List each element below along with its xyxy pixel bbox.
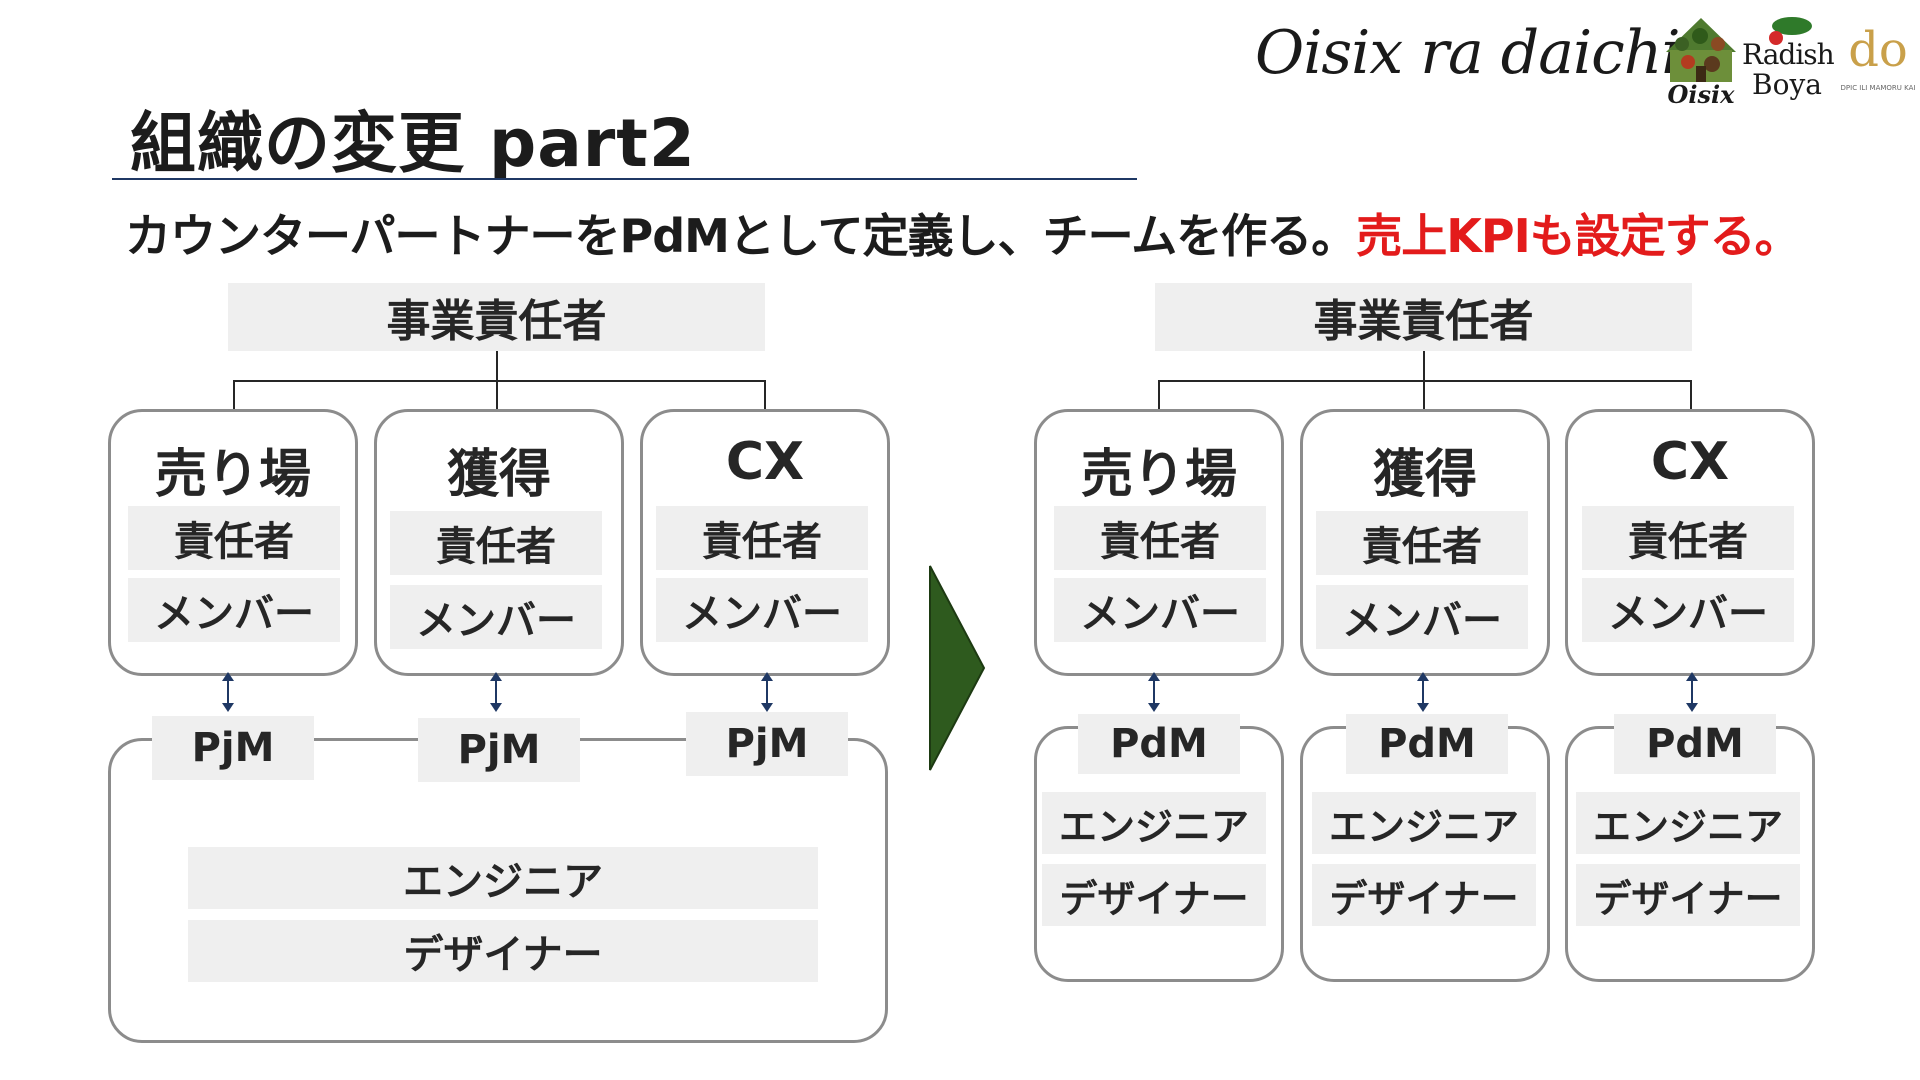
after-connector-drop-2 — [1423, 380, 1425, 409]
after-team-designer: デザイナー — [1576, 864, 1800, 926]
radish-icon — [1769, 17, 1812, 45]
designer-label: デザイナー — [1059, 876, 1249, 921]
member-label: メンバー — [154, 591, 314, 637]
after-pdm-box: PdM — [1078, 714, 1240, 774]
before-exec-box: 事業責任者 — [228, 283, 765, 351]
lead-label: 責任者 — [436, 524, 556, 570]
company-logo-text: Oisix ra daichi — [1255, 18, 1681, 88]
engineer-label: エンジニア — [1592, 804, 1783, 849]
before-unit-title: CX — [725, 432, 805, 492]
pm-label: PdM — [1378, 721, 1476, 767]
before-shared-engineer: エンジニア — [188, 847, 818, 909]
oisix-label: Oisix — [1667, 80, 1735, 109]
after-team-engineer: エンジニア — [1312, 792, 1536, 854]
lead-label: 責任者 — [174, 519, 294, 565]
vegetable-house-icon — [1666, 18, 1736, 82]
after-unit-lead: 責任者 — [1582, 506, 1794, 570]
pm-label: PjM — [725, 721, 809, 767]
lead-label: 責任者 — [1362, 524, 1482, 570]
after-connector-drop-3 — [1690, 380, 1692, 409]
designer-label: デザイナー — [1593, 876, 1783, 921]
before-shared-designer: デザイナー — [188, 920, 818, 982]
after-team-designer: デザイナー — [1042, 864, 1266, 926]
after-team-engineer: エンジニア — [1576, 792, 1800, 854]
after-connector-bar — [1158, 380, 1692, 382]
member-label: メンバー — [1080, 591, 1240, 637]
before-connector-bar — [233, 380, 766, 382]
after-team-engineer: エンジニア — [1042, 792, 1266, 854]
member-label: メンバー — [1608, 591, 1768, 637]
after-unit-member: メンバー — [1316, 585, 1528, 649]
transition-arrow-icon — [929, 565, 986, 771]
member-label: メンバー — [1342, 598, 1502, 644]
boya-label: Boya — [1752, 68, 1822, 101]
before-unit-lead: 責任者 — [128, 506, 340, 570]
page-subtitle: カウンターパートナーをPdMとして定義し、チームを作る。売上KPIも設定する。 — [125, 200, 1801, 266]
before-unit-title: 獲得 — [446, 445, 551, 505]
title-underline — [112, 178, 1137, 180]
do-logo: do DPIC ILI MAMORU KAI — [1838, 22, 1918, 102]
before-pm-box: PjM — [152, 716, 314, 780]
pm-label: PdM — [1646, 721, 1744, 767]
before-unit-member: メンバー — [128, 578, 340, 642]
radish-boya-logo: Radish Boya — [1742, 12, 1835, 102]
page-title: 組織の変更 part2 — [130, 105, 696, 182]
after-pdm-box: PdM — [1346, 714, 1508, 774]
radish-label: Radish — [1742, 38, 1835, 71]
before-unit-lead: 責任者 — [390, 511, 602, 575]
lead-label: 責任者 — [702, 519, 822, 565]
before-unit-member: メンバー — [390, 585, 602, 649]
after-pdm-box: PdM — [1614, 714, 1776, 774]
member-label: メンバー — [416, 598, 576, 644]
engineer-label: エンジニア — [1058, 804, 1249, 849]
do-caption: DPIC ILI MAMORU KAI — [1840, 84, 1916, 92]
before-connector-drop-2 — [496, 380, 498, 409]
before-pm-box: PjM — [418, 718, 580, 782]
member-label: メンバー — [682, 591, 842, 637]
designer-label: デザイナー — [403, 932, 603, 978]
after-unit-member: メンバー — [1054, 578, 1266, 642]
before-connector-drop-3 — [764, 380, 766, 409]
designer-label: デザイナー — [1329, 876, 1519, 921]
subtitle-highlight: 売上KPIも設定する。 — [1356, 209, 1800, 263]
engineer-label: エンジニア — [403, 859, 603, 905]
before-unit-title: 売り場 — [154, 445, 311, 505]
before-pm-box: PjM — [686, 712, 848, 776]
before-connector-drop-1 — [233, 380, 235, 409]
after-exec-label: 事業責任者 — [1313, 296, 1534, 347]
before-exec-label: 事業責任者 — [386, 296, 607, 347]
engineer-label: エンジニア — [1328, 804, 1519, 849]
oisix-logo: Oisix — [1660, 14, 1742, 109]
before-unit-member: メンバー — [656, 578, 868, 642]
subtitle-main: カウンターパートナーをPdMとして定義し、チームを作る。 — [125, 209, 1357, 263]
pm-label: PdM — [1110, 721, 1208, 767]
after-unit-title: 売り場 — [1080, 445, 1237, 505]
after-exec-box: 事業責任者 — [1155, 283, 1692, 351]
after-unit-lead: 責任者 — [1316, 511, 1528, 575]
after-unit-member: メンバー — [1582, 578, 1794, 642]
pm-label: PjM — [191, 725, 275, 771]
do-mark: do — [1848, 22, 1908, 78]
lead-label: 責任者 — [1628, 519, 1748, 565]
after-connector-drop-1 — [1158, 380, 1160, 409]
lead-label: 責任者 — [1100, 519, 1220, 565]
pm-label: PjM — [457, 727, 541, 773]
after-team-designer: デザイナー — [1312, 864, 1536, 926]
after-unit-title: CX — [1650, 432, 1730, 492]
after-unit-lead: 責任者 — [1054, 506, 1266, 570]
after-unit-title: 獲得 — [1372, 445, 1477, 505]
before-unit-lead: 責任者 — [656, 506, 868, 570]
